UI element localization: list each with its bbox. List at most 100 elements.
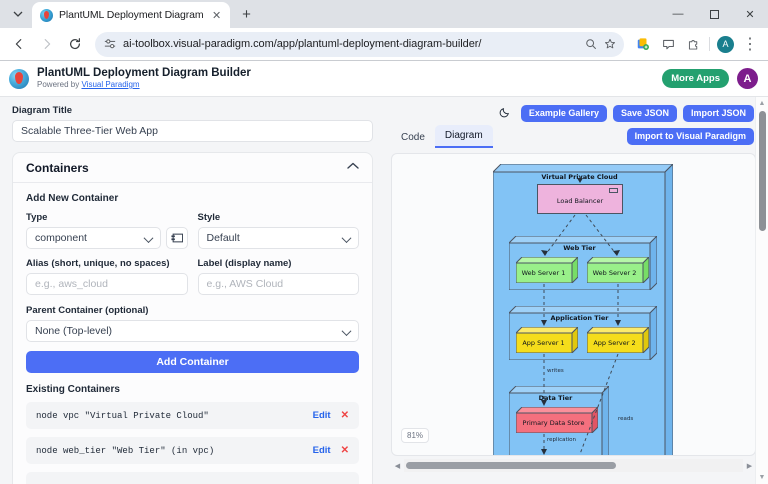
left-form-panel: Diagram Title Scalable Three-Tier Web Ap… [0, 97, 385, 484]
download-extension-icon[interactable] [631, 32, 655, 56]
tab-strip: PlantUML Deployment Diagram ✕ + — ✕ [0, 0, 768, 28]
forward-icon [34, 31, 60, 57]
edit-link[interactable]: Edit [312, 410, 331, 421]
window-controls: — ✕ [660, 0, 768, 28]
add-new-container-heading: Add New Container [26, 193, 119, 204]
import-json-button[interactable]: Import JSON [682, 104, 754, 122]
container-code: node vpc "Virtual Private Cloud" [36, 410, 209, 421]
comment-icon[interactable] [656, 32, 680, 56]
site-settings-icon[interactable] [104, 38, 116, 50]
toolbar-right-icons: A ⋮ [631, 32, 762, 56]
page-scrollbar-thumb[interactable] [759, 111, 766, 231]
app-server-2-label: App Server 2 [593, 338, 636, 347]
edge-label-replication: replication [547, 437, 577, 443]
component-shape-icon[interactable] [165, 227, 188, 249]
app-branding: PlantUML Deployment Diagram Builder Powe… [37, 67, 251, 91]
diagram-canvas[interactable]: 81% Virtual Private Cloud Load Balancer [391, 153, 756, 456]
scroll-left-arrow-icon[interactable]: ◀ [394, 462, 401, 470]
display-name-input[interactable]: e.g., AWS Cloud [197, 273, 359, 295]
page-body: Diagram Title Scalable Three-Tier Web Ap… [0, 97, 768, 484]
bookmark-star-icon[interactable] [604, 38, 616, 50]
alias-label-row: Alias (short, unique, no spaces) e.g., a… [26, 258, 359, 295]
puzzle-extensions-icon[interactable] [681, 32, 705, 56]
tab-close-icon[interactable]: ✕ [211, 9, 222, 22]
powered-by-text: Powered by [37, 79, 82, 89]
hscroll-track[interactable] [404, 459, 743, 472]
chrome-profile-avatar[interactable]: A [717, 35, 734, 53]
alias-label: Alias (short, unique, no spaces) [26, 258, 170, 269]
app-logo-icon [9, 68, 29, 89]
container-code: node web_tier "Web Tier" (in vpc) [36, 445, 215, 456]
back-icon[interactable] [6, 31, 32, 57]
more-apps-button[interactable]: More Apps [662, 69, 729, 88]
vpc-label: Virtual Private Cloud [541, 173, 618, 181]
type-label: Type [26, 212, 48, 223]
canvas-horizontal-scrollbar[interactable]: ◀ ▶ [391, 459, 756, 472]
visual-paradigm-link[interactable]: Visual Paradigm [81, 79, 140, 89]
save-json-button[interactable]: Save JSON [612, 104, 677, 122]
hscroll-thumb[interactable] [406, 462, 617, 469]
edit-link[interactable]: Edit [312, 445, 331, 456]
tab-search-icon[interactable] [6, 3, 30, 25]
page-scroll-up-arrow-icon[interactable]: ▲ [758, 100, 766, 107]
address-bar[interactable]: ai-toolbox.visual-paradigm.com/app/plant… [95, 31, 624, 57]
scroll-right-arrow-icon[interactable]: ▶ [746, 462, 753, 470]
toolbar-divider [709, 37, 710, 51]
preview-toolbar-second-row: Import to Visual Paradigm [391, 128, 756, 145]
import-to-visual-paradigm-button[interactable]: Import to Visual Paradigm [626, 128, 754, 145]
diagram-title-input[interactable]: Scalable Three-Tier Web App [12, 120, 373, 142]
list-item[interactable]: node web_tier "Web Tier" (in vpc) Edit ✕ [26, 437, 359, 464]
page-scrollbar[interactable]: ▲ ▼ [755, 97, 768, 484]
containers-card-header[interactable]: Containers [13, 153, 372, 183]
tab-diagram[interactable]: Diagram [434, 125, 493, 148]
tab-code[interactable]: Code [401, 132, 425, 143]
parent-container-field: Parent Container (optional) None (Top-le… [26, 305, 359, 342]
containers-card: Containers Add New Container Type compon… [12, 152, 373, 484]
tab-favicon [40, 8, 53, 22]
address-bar-url: ai-toolbox.visual-paradigm.com/app/plant… [123, 38, 482, 50]
delete-icon[interactable]: ✕ [340, 445, 349, 456]
parent-container-select[interactable]: None (Top-level) [26, 320, 359, 342]
display-name-label: Label (display name) [197, 258, 292, 269]
app-server-1-label: App Server 1 [522, 338, 565, 347]
user-avatar[interactable]: A [737, 68, 758, 89]
page-scroll-down-arrow-icon[interactable]: ▼ [758, 474, 766, 481]
tab-title: PlantUML Deployment Diagram [59, 9, 204, 21]
app-server-2-node: App Server 2 [587, 327, 649, 353]
window-maximize-button[interactable] [696, 0, 732, 28]
type-style-row: Type component Style Default [26, 212, 359, 249]
load-balancer-label: Load Balancer [556, 197, 604, 206]
display-name-field: Label (display name) e.g., AWS Cloud [197, 258, 359, 295]
alias-field: Alias (short, unique, no spaces) e.g., a… [26, 258, 188, 295]
primary-data-store-node: Primary Data Store [516, 407, 598, 433]
chrome-menu-icon[interactable]: ⋮ [742, 36, 758, 53]
browser-chrome: PlantUML Deployment Diagram ✕ + — ✕ [0, 0, 768, 61]
existing-containers-heading: Existing Containers [26, 384, 120, 395]
type-field: Type component [26, 212, 188, 249]
moon-icon[interactable] [499, 106, 511, 121]
new-tab-button[interactable]: + [242, 5, 251, 23]
reload-icon[interactable] [62, 31, 88, 57]
preview-tabs: Code Diagram [391, 125, 756, 148]
chevron-up-icon[interactable] [347, 162, 359, 173]
application-tier-label: Application Tier [550, 314, 609, 322]
type-select[interactable]: component [26, 227, 161, 249]
window-minimize-button[interactable]: — [672, 8, 684, 20]
edge-label-reads: reads [618, 416, 634, 422]
right-preview-panel: Example Gallery Save JSON Import JSON Im… [385, 97, 768, 484]
alias-input[interactable]: e.g., aws_cloud [26, 273, 188, 295]
style-select[interactable]: Default [197, 227, 359, 249]
list-item[interactable]: node vpc "Virtual Private Cloud" Edit ✕ [26, 402, 359, 429]
chrome-bottom-border [0, 60, 768, 61]
parent-container-label: Parent Container (optional) [26, 305, 149, 316]
zoom-icon[interactable] [585, 38, 597, 50]
example-gallery-button[interactable]: Example Gallery [520, 104, 607, 122]
window-close-button[interactable]: ✕ [745, 8, 755, 21]
browser-tab[interactable]: PlantUML Deployment Diagram ✕ [32, 2, 230, 28]
primary-data-store-label: Primary Data Store [522, 418, 585, 427]
add-container-button[interactable]: Add Container [26, 351, 359, 373]
delete-icon[interactable]: ✕ [340, 410, 349, 421]
web-server-1-node: Web Server 1 [516, 257, 578, 283]
list-item[interactable] [26, 472, 359, 484]
style-label: Style [197, 212, 221, 223]
